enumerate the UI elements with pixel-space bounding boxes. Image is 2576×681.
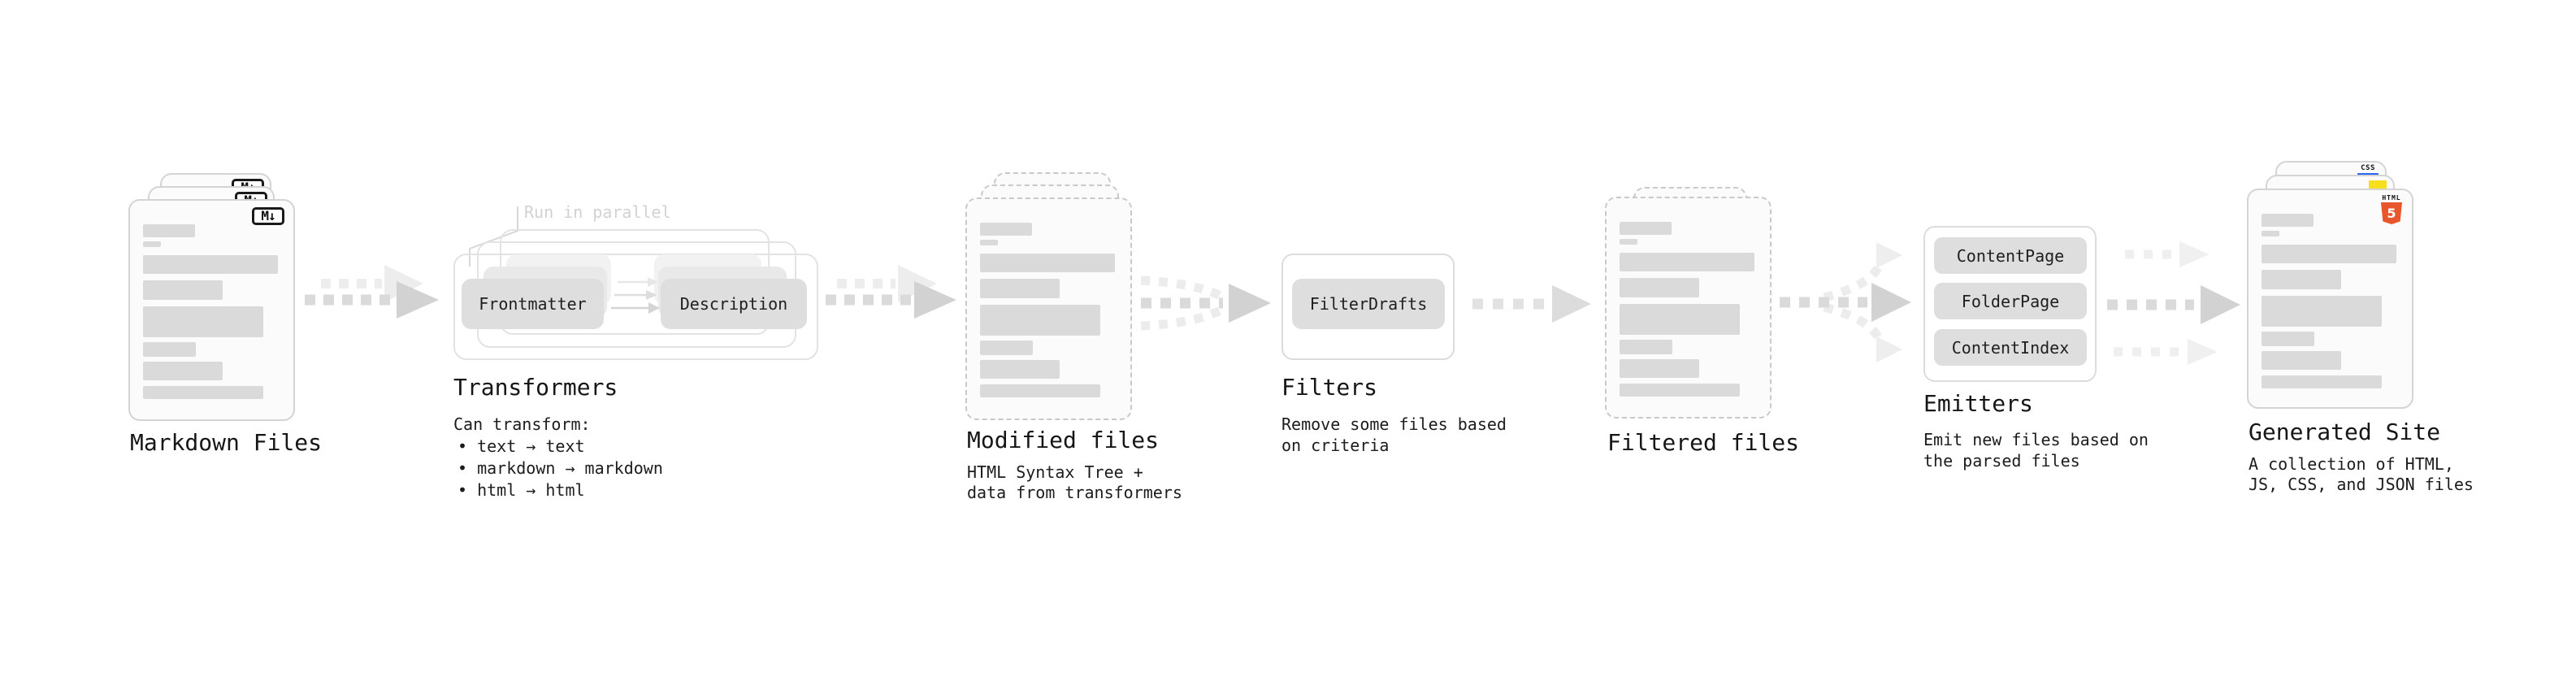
doc-line: [980, 360, 1060, 379]
html5-icon-shield: 5: [2381, 202, 2402, 224]
doc-line: [2262, 270, 2341, 289]
pill-folderpage: FolderPage: [1934, 283, 2087, 319]
doc-line: [143, 255, 278, 274]
doc-line: [143, 306, 263, 337]
bullet-item: • markdown → markdown: [458, 458, 663, 478]
pill-contentindex: ContentIndex: [1934, 329, 2087, 366]
transformer-stack-box-front: [453, 254, 818, 360]
doc-line: [143, 241, 161, 247]
run-in-parallel-label: Run in parallel: [524, 202, 671, 222]
doc-line: [980, 305, 1100, 336]
doc-line: [980, 223, 1032, 236]
stage-title-generated-site: Generated Site: [2249, 419, 2441, 445]
doc-line: [143, 386, 263, 399]
doc-line: [980, 254, 1115, 272]
doc-line: [2262, 245, 2396, 263]
js-badge: [2369, 180, 2387, 190]
markdown-badge: M↓: [252, 207, 284, 225]
arrow-filters-to-filtered: [1472, 285, 1591, 323]
doc-line: [2262, 231, 2279, 236]
doc-line: [2262, 296, 2382, 327]
doc-line: [980, 279, 1060, 298]
arrow-emitters-to-site-bottom: [2114, 339, 2218, 365]
arrow-markdown-to-transformers: [305, 265, 439, 319]
html5-icon-number: 5: [2387, 205, 2396, 221]
caption-line: Remove some files based: [1281, 414, 1507, 434]
run-in-parallel-leader-line: [469, 206, 518, 267]
pill-filterdrafts: FilterDrafts: [1292, 279, 1445, 329]
css-badge-label: CSS: [2361, 164, 2375, 172]
doc-line: [143, 342, 196, 357]
doc-line: [980, 384, 1100, 397]
stage-title-transformers: Transformers: [453, 374, 618, 401]
doc-line: [1620, 359, 1699, 378]
caption-line: on criteria: [1281, 436, 1390, 455]
doc-line: [1620, 239, 1637, 245]
doc-line: [980, 240, 998, 245]
doc-line: [143, 224, 195, 237]
caption-line: JS, CSS, and JSON files: [2249, 475, 2474, 494]
modified-file-card-front: [965, 197, 1132, 420]
pill-description: Description: [661, 279, 807, 329]
doc-line: [1620, 253, 1754, 271]
bullet-item: • text → text: [458, 436, 585, 456]
arrow-filtered-to-emitters-fanout: [1780, 242, 1911, 362]
doc-line: [1620, 222, 1672, 235]
css-badge-underline: [2357, 173, 2379, 176]
html5-icon: HTML 5: [2381, 194, 2402, 224]
arrow-emitters-to-site-middle: [2107, 285, 2240, 324]
pill-contentpage: ContentPage: [1934, 237, 2087, 274]
stage-title-filters: Filters: [1281, 374, 1378, 401]
doc-line: [2262, 351, 2341, 370]
doc-line: [1620, 384, 1740, 397]
arrow-transformers-to-modified: [826, 265, 956, 319]
caption-line: Emit new files based on: [1923, 430, 2149, 449]
caption-heading: Can transform:: [453, 414, 591, 434]
modified-files-caption: HTML Syntax Tree + data from transformer…: [967, 462, 1182, 503]
stage-title-emitters: Emitters: [1923, 390, 2033, 417]
site-file-card-front: HTML 5: [2247, 189, 2413, 409]
doc-line: [1620, 340, 1672, 354]
caption-line: data from transformers: [967, 483, 1182, 502]
emitters-caption: Emit new files based on the parsed files: [1923, 429, 2149, 471]
pill-frontmatter: Frontmatter: [462, 279, 604, 329]
stage-title-markdown-files: Markdown Files: [130, 429, 323, 456]
doc-line: [143, 280, 223, 300]
css-badge: CSS: [2357, 165, 2379, 176]
caption-line: HTML Syntax Tree +: [967, 462, 1143, 482]
arrow-modified-to-filters-merge: [1140, 275, 1271, 331]
doc-line: [2262, 214, 2314, 227]
doc-line: [2262, 375, 2382, 388]
doc-line: [980, 340, 1033, 355]
caption-line: the parsed files: [1923, 451, 2080, 471]
doc-line: [1620, 304, 1740, 335]
filtered-file-card-front: [1605, 197, 1772, 419]
caption-line: A collection of HTML,: [2249, 454, 2454, 474]
transformers-caption: Can transform: • text → text • markdown …: [453, 414, 663, 501]
doc-line: [143, 362, 223, 380]
markdown-file-card-front: M↓: [128, 199, 295, 421]
arrow-emitters-to-site-top: [2125, 241, 2210, 267]
stage-title-filtered-files: Filtered files: [1607, 429, 1800, 456]
filters-caption: Remove some files based on criteria: [1281, 414, 1507, 456]
stage-title-modified-files: Modified files: [967, 427, 1160, 453]
html5-icon-word: HTML: [2382, 194, 2401, 202]
generated-site-caption: A collection of HTML, JS, CSS, and JSON …: [2249, 454, 2474, 495]
bullet-item: • html → html: [458, 480, 585, 500]
doc-line: [2262, 332, 2314, 346]
doc-line: [1620, 278, 1699, 297]
